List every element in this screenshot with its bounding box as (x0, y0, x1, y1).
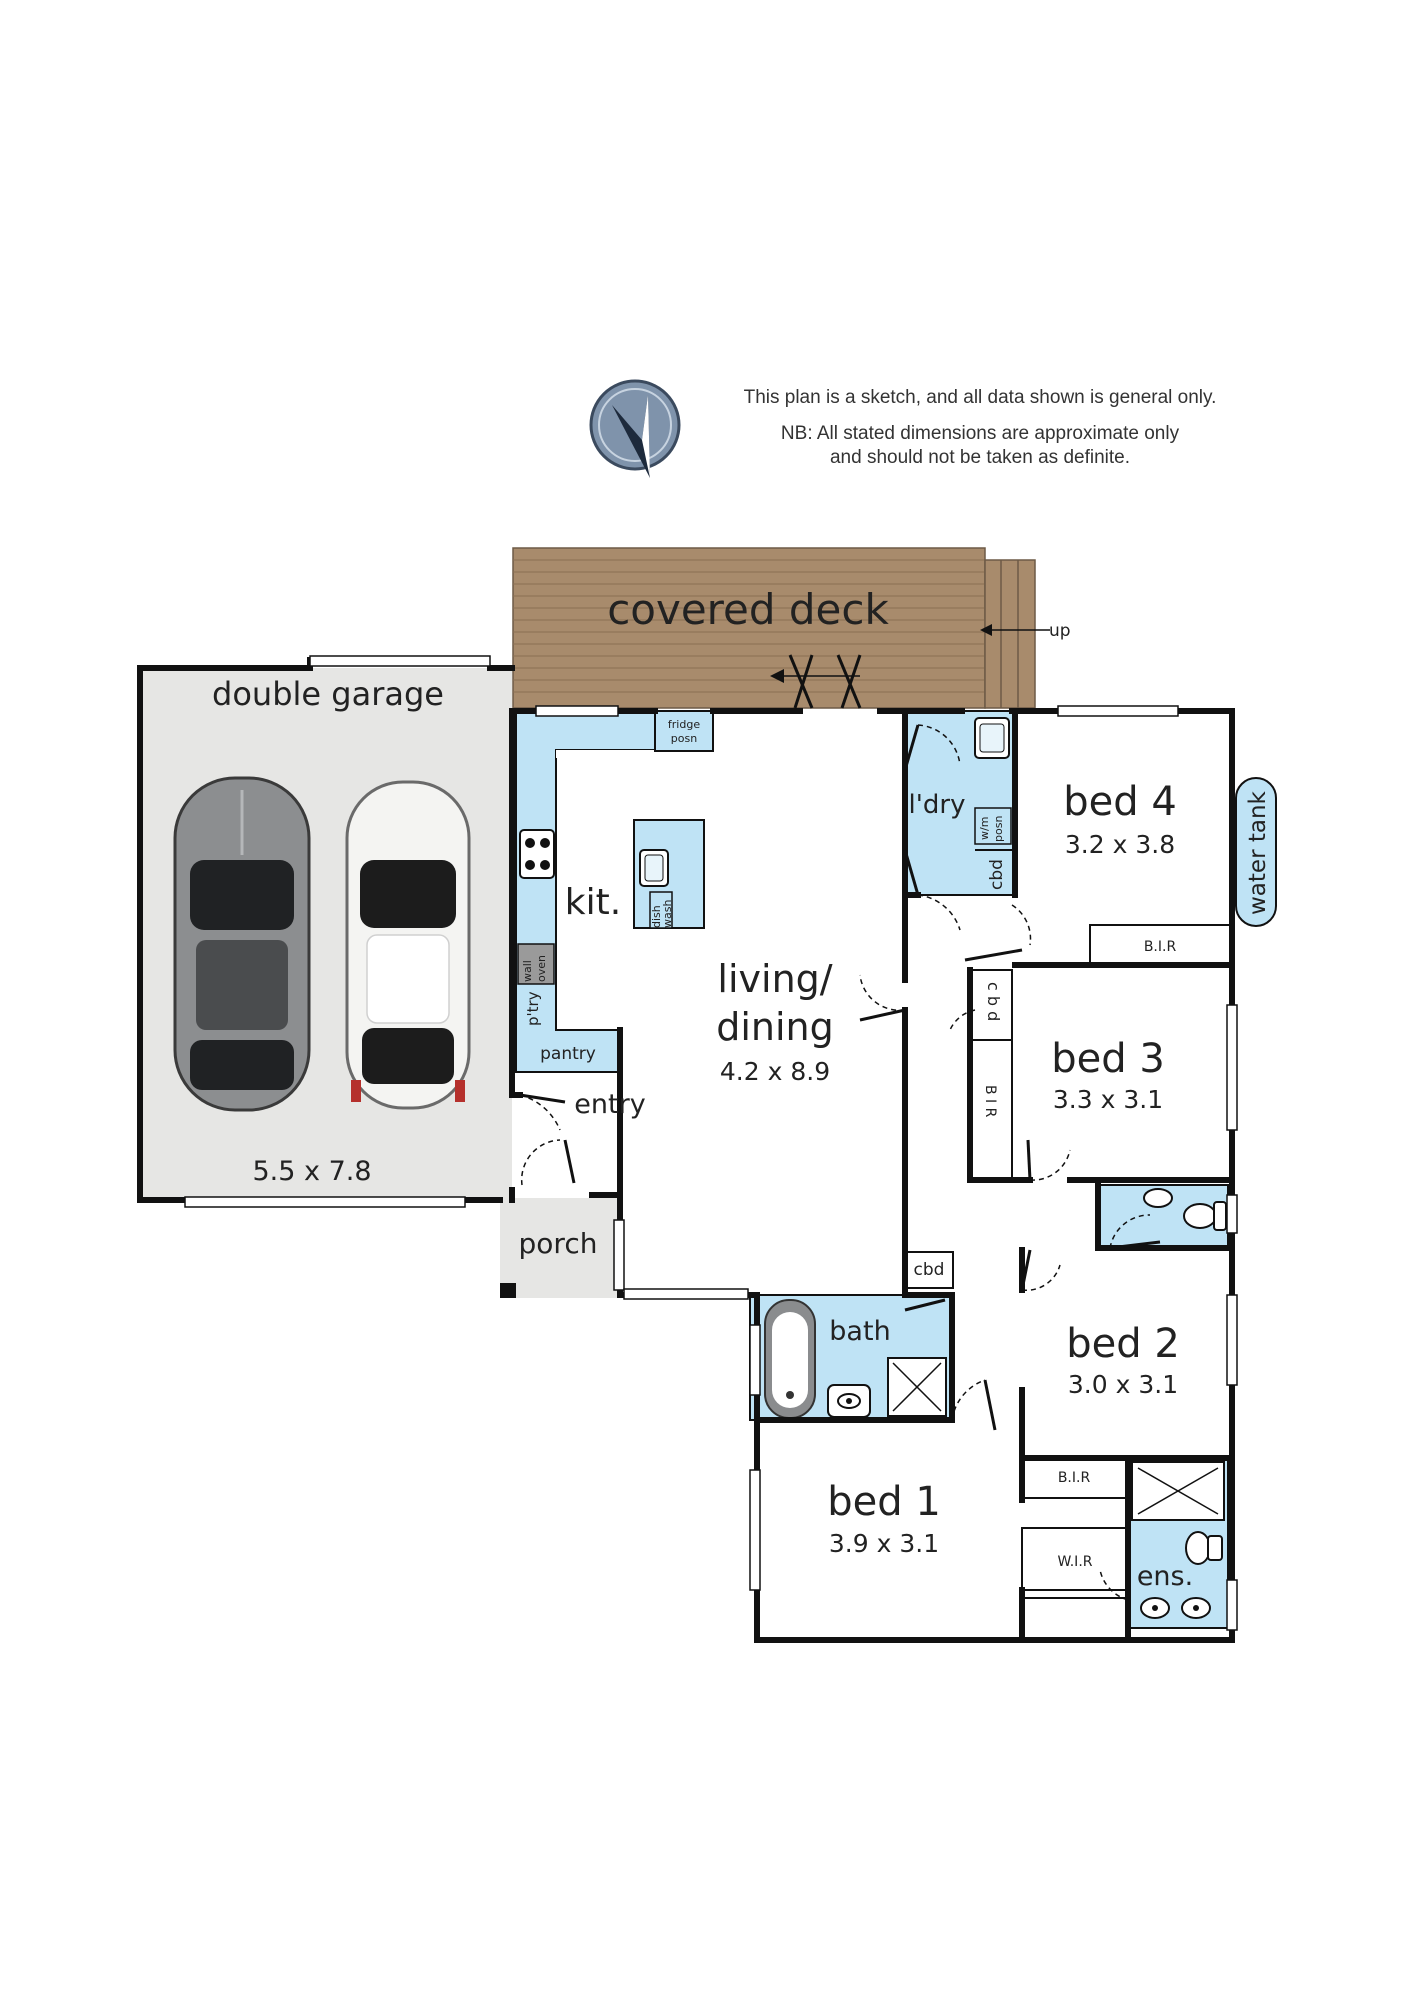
double-garage (140, 668, 512, 1200)
bed4-dims: 3.2 x 3.8 (1065, 830, 1175, 859)
bed4-bir-label: B.I.R (1144, 939, 1177, 955)
oven-label-1: wall (521, 960, 534, 982)
sink-icon (639, 849, 669, 887)
car-icon (173, 776, 311, 1112)
fridge-label-2: posn (671, 732, 697, 745)
disclaimer-line-3: and should not be taken as definite. (830, 447, 1130, 468)
oven-label-2: oven (535, 955, 548, 982)
basin-icon (1140, 1597, 1211, 1619)
water-tank (1235, 777, 1277, 927)
shower-icon (887, 1357, 947, 1417)
porch-floor (500, 1198, 618, 1298)
kitchen-label: kit. (565, 882, 621, 923)
living-label-2: dining (716, 1005, 834, 1049)
covered-deck-label: covered deck (607, 585, 889, 634)
entry-label: entry (574, 1089, 645, 1120)
bed3-dims: 3.3 x 3.1 (1053, 1085, 1163, 1114)
bathtub-icon (764, 1299, 816, 1419)
disclaimer-line-1: This plan is a sketch, and all data show… (744, 387, 1217, 408)
dishwasher-label-2: wash (661, 900, 674, 928)
fridge-label-1: fridge (668, 718, 700, 731)
pantry-label: pantry (540, 1044, 596, 1064)
deck-up-label: up (1049, 621, 1071, 641)
windows (184, 655, 1238, 1631)
living-dims: 4.2 x 8.9 (720, 1057, 830, 1086)
door-leaves (519, 724, 1161, 1431)
bed2-dims: 3.0 x 3.1 (1068, 1370, 1178, 1399)
cooktop-icon (519, 829, 555, 879)
bed3-label: bed 3 (1051, 1036, 1165, 1082)
bed2-label: bed 2 (1066, 1321, 1180, 1367)
bed2-bir-label: B.I.R (1058, 1470, 1091, 1486)
covered-deck: up (512, 547, 1071, 709)
sliding-door (788, 654, 862, 709)
laundry-label: l'dry (909, 790, 966, 820)
basin-icon (1143, 1188, 1173, 1208)
wir-label: W.I.R (1058, 1554, 1093, 1570)
basin-icon (827, 1384, 871, 1418)
bed3-cbd-label: c b d (984, 982, 1003, 1021)
bed1-dims: 3.9 x 3.1 (829, 1529, 939, 1558)
compass-icon (589, 379, 681, 478)
ptry-label: p'try (524, 991, 542, 1026)
garage-dims: 5.5 x 7.8 (252, 1156, 371, 1187)
car-icon (345, 780, 471, 1110)
toilet-icon (1183, 1201, 1227, 1231)
disclaimer-line-2: NB: All stated dimensions are approximat… (781, 423, 1180, 444)
living-label-1: living/ (717, 957, 832, 1001)
sink-icon (974, 717, 1010, 759)
hall-cbd-label: cbd (914, 1260, 945, 1280)
garage-label: double garage (212, 675, 444, 713)
ensuite-label: ens. (1137, 1561, 1193, 1592)
porch-label: porch (519, 1227, 598, 1260)
partitions (904, 924, 1233, 1599)
wm-label-2: posn (992, 816, 1005, 842)
wm-label-1: w/m (978, 817, 991, 840)
bed3-bir-label: B I R (982, 1085, 998, 1118)
bed1-label: bed 1 (827, 1479, 941, 1525)
bath-label: bath (829, 1316, 890, 1347)
dishwasher-label-1: dish (650, 905, 663, 928)
shower-icon (1131, 1461, 1225, 1521)
water-tank-label: water tank (1245, 790, 1271, 915)
bed4-label: bed 4 (1063, 779, 1177, 825)
toilet-icon (1185, 1531, 1223, 1565)
laundry-cbd-label: cbd (987, 859, 1007, 890)
door-swing-icon (519, 724, 1151, 1601)
